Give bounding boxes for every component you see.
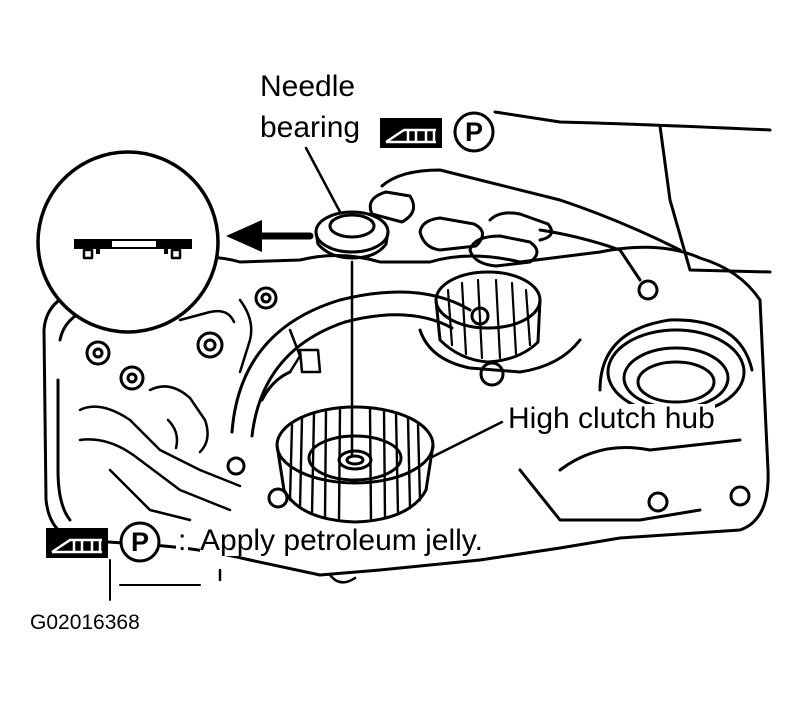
clutch-bore: [230, 290, 472, 438]
technician-hand: [368, 110, 772, 282]
high-clutch-hub-label: High clutch hub: [508, 402, 715, 435]
case-oil-passages: [78, 298, 302, 522]
petroleum-jelly-tool-icon: [380, 118, 442, 148]
legend-p-letter: P: [131, 527, 149, 557]
legend-petroleum-jelly-tool-icon: [46, 528, 108, 558]
bearing-detail-circle: [36, 150, 220, 334]
needle-bearing-leader: [304, 146, 342, 214]
p-circle-icon: P: [453, 111, 495, 153]
legend-text: Apply petroleum jelly.: [200, 526, 487, 556]
legend-colon: :: [176, 524, 189, 557]
direction-arrow: [226, 220, 314, 252]
high-clutch-hub-leader: [428, 420, 504, 460]
figure-id: G02016368: [30, 611, 140, 634]
legend-p-circle-icon: P: [119, 521, 161, 563]
needle-bearing-label-line1: Needle: [260, 70, 356, 103]
needle-bearing-label-line2: bearing: [260, 111, 361, 144]
p-letter: P: [465, 117, 483, 147]
output-gear: [418, 270, 582, 374]
needle-bearing: [314, 210, 390, 260]
high-clutch-hub: [275, 405, 435, 524]
